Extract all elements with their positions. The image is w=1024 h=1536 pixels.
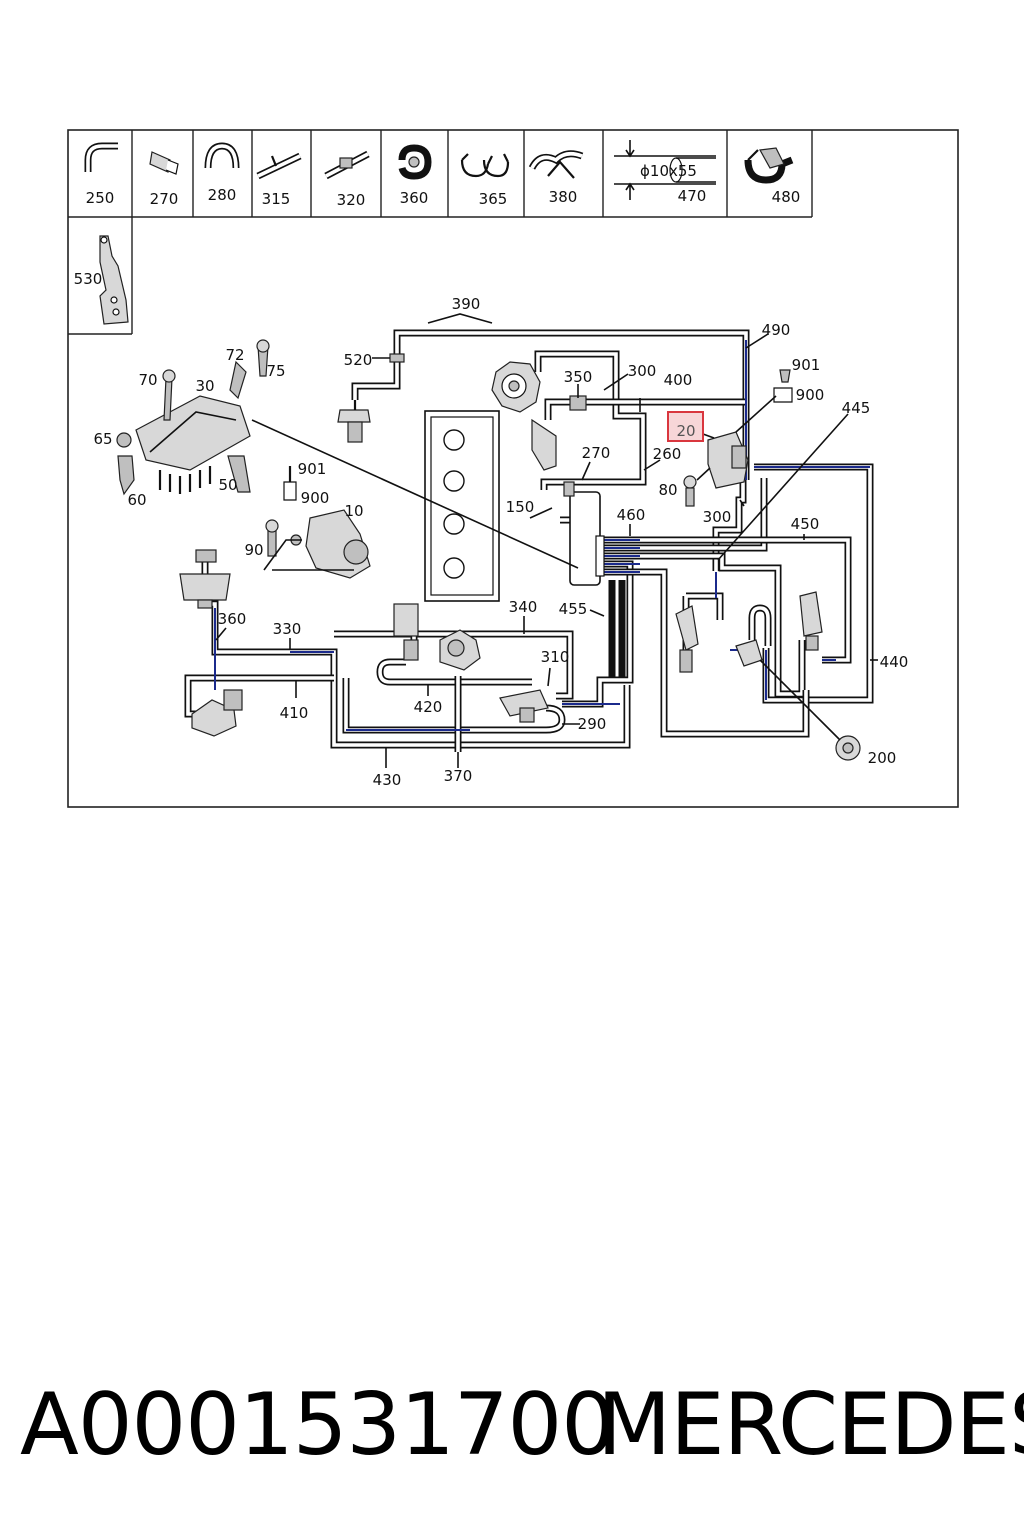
switchover-valve-410 (191, 689, 243, 737)
callout-60: 60 (127, 491, 146, 509)
thumbnail-strip (68, 130, 813, 335)
throttle-actuator (263, 466, 371, 579)
callout-370: 370 (444, 767, 473, 785)
thumb-label: 470 (678, 187, 707, 205)
callout-420: 420 (414, 698, 443, 716)
thumb-label: 270 (150, 190, 179, 208)
vacuum-line-diagram: 250 270 280 315 320 360 365 380 ϕ10x55 4… (67, 129, 959, 808)
hose-bend-icon (204, 142, 240, 169)
vacuum-reservoir (563, 481, 605, 586)
engine-block (424, 410, 500, 602)
thumb-label: 380 (549, 188, 578, 206)
thumb-label: 365 (479, 190, 508, 208)
callout-270: 270 (582, 444, 611, 462)
check-valve (531, 395, 587, 471)
hose-dimension-icon (614, 140, 716, 200)
sensor-200 (759, 659, 861, 761)
footer: A0001531700 MERCEDES (0, 1370, 1024, 1480)
thumb-label: 280 (208, 186, 237, 204)
thumb-label: 315 (262, 190, 291, 208)
vacuum-pump (491, 361, 541, 413)
thumb-label: 530 (74, 270, 103, 288)
callout-460: 460 (617, 506, 646, 524)
callout-30: 30 (195, 377, 214, 395)
double-clip-icon (460, 153, 510, 178)
part-number: A0001531700 (20, 1375, 616, 1475)
hose-elbow-icon (84, 142, 118, 172)
callout-50: 50 (218, 476, 237, 494)
callout-900: 900 (301, 489, 330, 507)
bracket-plate-icon (99, 235, 129, 325)
vacuum-canister (179, 549, 231, 609)
callout-10: 10 (344, 502, 363, 520)
callout-490: 490 (762, 321, 791, 339)
callout-400: 400 (664, 371, 693, 389)
hose-connector-icon (149, 151, 179, 175)
valve-310 (499, 689, 549, 723)
callout-900: 900 (796, 386, 825, 404)
vacuum-unit-520 (337, 353, 405, 443)
solenoid-valve-20 (683, 369, 793, 507)
blue-line-markers (214, 340, 870, 731)
right-side-valves (675, 591, 823, 673)
callout-80: 80 (658, 481, 677, 499)
callout-901: 901 (792, 356, 821, 374)
callout-310: 310 (541, 648, 570, 666)
brand-name: MERCEDES (597, 1375, 1024, 1475)
clip-icon (398, 144, 432, 180)
callout-70: 70 (138, 371, 157, 389)
callout-430: 430 (373, 771, 402, 789)
callout-72: 72 (225, 346, 244, 364)
leader-lines (215, 313, 878, 768)
callout-330: 330 (273, 620, 302, 638)
callout-340: 340 (509, 598, 538, 616)
holder-clip-icon (528, 150, 584, 179)
callout-350: 350 (564, 368, 593, 386)
callout-300: 300 (703, 508, 732, 526)
diagram-frame (67, 129, 959, 808)
callout-290: 290 (578, 715, 607, 733)
thumb-dimension: ϕ10x55 (640, 162, 697, 180)
callout-300: 300 (628, 362, 657, 380)
callout-90: 90 (244, 541, 263, 559)
callout-445: 445 (842, 399, 871, 417)
pressure-converter (393, 603, 481, 671)
callout-901: 901 (298, 460, 327, 478)
callout-20: 20 (676, 422, 695, 440)
thumb-label: 250 (86, 189, 115, 207)
control-module (116, 339, 270, 496)
callout-75: 75 (266, 362, 285, 380)
t-connector-icon (256, 152, 302, 180)
callout-200: 200 (868, 749, 897, 767)
thumb-label: 480 (772, 188, 801, 206)
callout-450: 450 (791, 515, 820, 533)
highlight-box (667, 411, 704, 442)
callout-65: 65 (93, 430, 112, 448)
callout-labels: 390 520 490 901 900 300 400 350 445 20 7… (93, 295, 908, 789)
callout-150: 150 (506, 498, 535, 516)
thumb-label: 320 (337, 191, 366, 209)
thumb-label: 360 (400, 189, 429, 207)
callout-455: 455 (559, 600, 588, 618)
callout-360: 360 (218, 610, 247, 628)
callout-410: 410 (280, 704, 309, 722)
straight-connector-icon (324, 150, 370, 180)
callout-440: 440 (880, 653, 909, 671)
callout-390: 390 (452, 295, 481, 313)
bracket-clip-icon (744, 147, 794, 184)
callout-260: 260 (653, 445, 682, 463)
callout-520: 520 (344, 351, 373, 369)
